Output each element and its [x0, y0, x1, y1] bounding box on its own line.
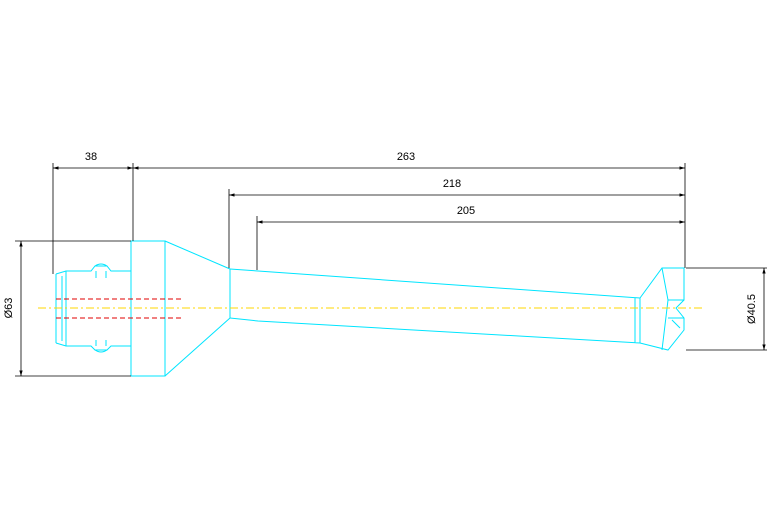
tip-outline: [639, 267, 685, 351]
dim-label-263: 263: [397, 151, 415, 163]
cone-outline: [164, 240, 231, 377]
dimension-flute-length: 205: [256, 205, 685, 270]
dim-label-38: 38: [85, 151, 97, 163]
dimension-tip-diameter: Ø40.5: [686, 267, 767, 351]
dim-label-tip-diameter: Ø40.5: [746, 294, 758, 324]
body-outline: [229, 268, 641, 344]
dimension-overall-length: 263: [133, 151, 686, 268]
dimension-flange-length: 38: [52, 151, 134, 274]
dim-label-218: 218: [443, 178, 461, 190]
dimension-shank-diameter: Ø63: [3, 240, 131, 377]
dim-label-205: 205: [457, 205, 475, 217]
dimension-body-length: 218: [228, 178, 685, 268]
coolant-bores: [56, 298, 182, 319]
dim-label-shank-diameter: Ø63: [3, 298, 15, 319]
shank-groove: [94, 263, 108, 353]
